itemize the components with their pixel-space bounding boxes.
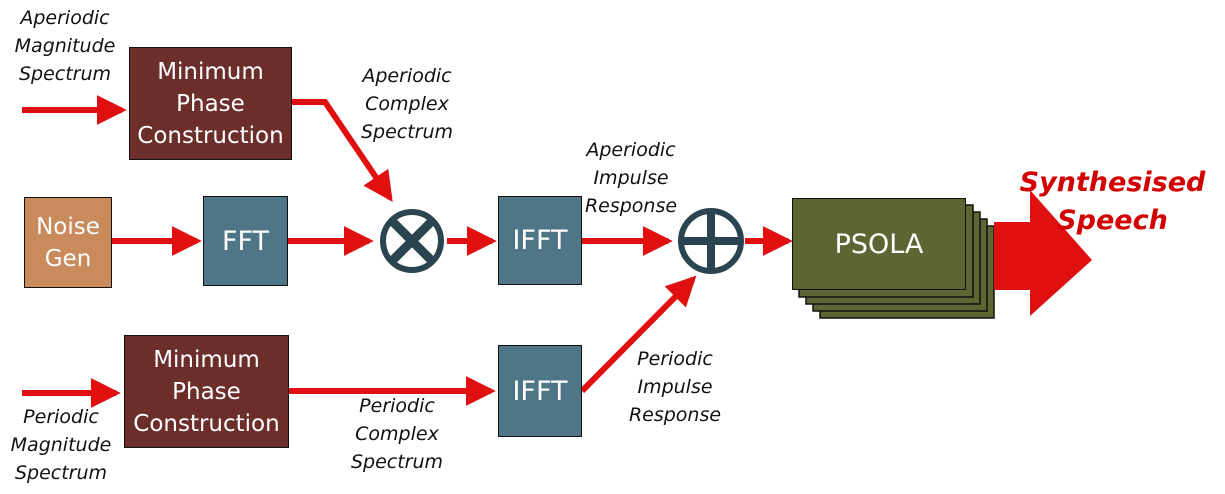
fft-label: FFT [221,225,270,257]
ifft-label: IFFT [512,375,568,407]
label-line: Response [628,404,722,426]
label-line: Spectrum [350,451,444,473]
noise-gen-block: Noise Gen [24,197,112,288]
psola-label: PSOLA [834,228,924,260]
label-line: Complex [365,93,449,115]
block-line: Construction [137,122,284,149]
minimum-phase-construction-top: Minimum Phase Construction [129,47,292,160]
label-line: Periodic [23,406,99,428]
block-line: Minimum [153,346,260,373]
synthesised-speech-label: Synthesised Speech [1010,164,1215,240]
label-line: Impulse [637,376,713,398]
aperiodic-magnitude-spectrum-label: Aperiodic Magnitude Spectrum [6,4,124,88]
label-line: Aperiodic [20,7,110,29]
label-line: Spectrum [18,63,112,85]
periodic-complex-spectrum-label: Periodic Complex Spectrum [338,392,456,476]
plus-icon [678,208,744,274]
output-arrow [994,190,1092,316]
minimum-phase-construction-bottom: Minimum Phase Construction [124,335,289,448]
label-line: Magnitude [14,35,116,57]
ifft-block-bottom: IFFT [498,345,582,437]
label-line: Speech [1057,205,1168,236]
periodic-impulse-response-label: Periodic Impulse Response [616,345,734,429]
label-line: Periodic [637,348,713,370]
fft-block: FFT [203,196,288,286]
block-line: Gen [44,245,92,272]
label-line: Aperiodic [586,139,676,161]
label-line: Spectrum [360,121,454,143]
label-line: Periodic [359,395,435,417]
psola-block: PSOLA [792,198,966,290]
ifft-label: IFFT [512,225,568,256]
multiply-icon [380,209,444,273]
block-line: Minimum [157,58,264,85]
label-line: Complex [355,423,439,445]
block-line: Phase [176,90,245,117]
arrow-aperiodic-complex [292,99,393,202]
periodic-magnitude-spectrum-label: Periodic Magnitude Spectrum [0,403,122,487]
block-line: Noise [36,213,100,240]
label-line: Magnitude [10,434,112,456]
arrow-periodic-impulse [579,275,697,394]
label-line: Response [584,195,678,217]
block-line: Construction [133,410,280,437]
aperiodic-complex-spectrum-label: Aperiodic Complex Spectrum [348,62,466,146]
label-line: Impulse [593,167,669,189]
block-line: Phase [172,378,241,405]
label-line: Aperiodic [362,65,452,87]
label-line: Synthesised [1019,167,1206,198]
label-line: Spectrum [14,462,108,484]
ifft-block-top: IFFT [498,196,582,285]
aperiodic-impulse-response-label: Aperiodic Impulse Response [572,136,690,220]
